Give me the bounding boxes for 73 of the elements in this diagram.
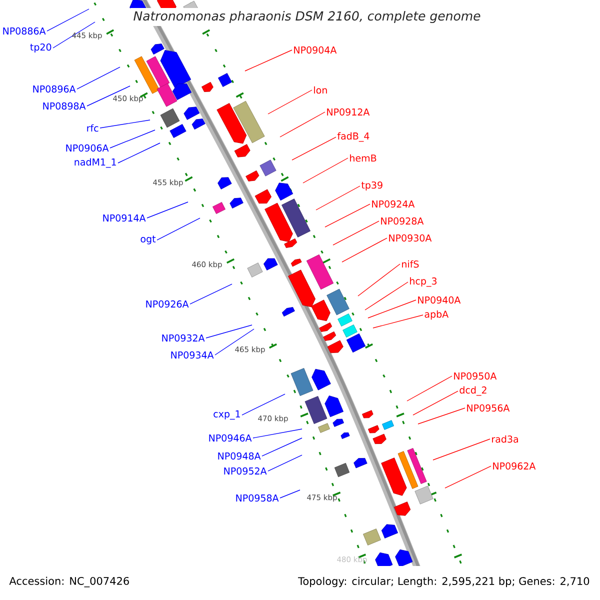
leader-line — [118, 142, 160, 164]
leader-line — [406, 376, 452, 402]
gene-label: hcp_3 — [410, 277, 437, 287]
gene-label: NP0924A — [372, 200, 415, 208]
gene-label: NP0926A — [146, 300, 189, 308]
gene-label: NP0958A — [236, 494, 279, 502]
gene-label: lon — [314, 86, 327, 94]
leader-line — [268, 90, 312, 114]
leader-line — [190, 284, 232, 304]
leader-line — [100, 120, 150, 128]
gene-label: rad3a — [492, 435, 518, 443]
leader-line — [252, 428, 302, 438]
gene-label: NP0962A — [493, 462, 536, 470]
gene-label: NP0934A — [171, 351, 214, 359]
gene-label: NP0886A — [3, 27, 46, 35]
gene-label: rfc — [87, 124, 98, 132]
leader-line — [206, 324, 252, 338]
leader-line — [444, 466, 492, 488]
leader-line — [302, 158, 348, 184]
gene-label: NP0932A — [162, 334, 205, 342]
gene-label: dcd_2 — [460, 386, 486, 396]
leader-line — [86, 86, 130, 106]
gene-label: NP0952A — [224, 467, 267, 475]
leader-line — [292, 136, 336, 160]
gene-label: NP0948A — [218, 452, 261, 460]
leader-line — [332, 220, 380, 246]
leader-line — [418, 408, 466, 424]
leader-line — [52, 22, 96, 48]
genome-stats-label: Topology: circular; Length: 2,595,221 bp; Genes: 2,710 — [298, 576, 590, 588]
leader-line — [280, 112, 326, 138]
gene-label: NP0912A — [327, 108, 370, 116]
leader-line — [110, 130, 156, 148]
leader-line — [324, 204, 370, 228]
title: Natronomonas pharaonis DSM 2160, complete genome — [130, 8, 484, 26]
gene-label: NP0946A — [209, 434, 252, 442]
gene-label: tp20 — [30, 43, 52, 53]
gene-label: NP0956A — [467, 404, 510, 412]
leader-line — [242, 394, 286, 416]
leader-line — [280, 490, 300, 498]
gene-label: NP0928A — [381, 217, 424, 225]
gene-label: NP0896A — [33, 85, 76, 93]
leader-line — [372, 314, 424, 328]
gene-label: NP0950A — [454, 372, 497, 380]
gene-label: NP0904A — [294, 46, 337, 54]
gene-label: hemB — [350, 154, 376, 162]
gene-label: tp39 — [361, 181, 382, 191]
leader-line — [244, 50, 292, 72]
leader-line — [364, 282, 408, 310]
leader-line — [262, 438, 302, 456]
leader-line — [268, 454, 302, 472]
gene-label: NP0898A — [43, 102, 86, 110]
leader-line — [412, 390, 458, 416]
leader-line — [432, 438, 490, 460]
gene-label: NP0906A — [66, 144, 109, 152]
leader-line — [146, 202, 188, 218]
gene-label: fadB_4 — [337, 132, 370, 142]
gene-label: nadM1_1 — [74, 158, 116, 168]
gene-label: NP0930A — [389, 234, 432, 242]
leader-line — [368, 300, 416, 318]
leader-line — [358, 264, 400, 296]
leader-line — [46, 8, 90, 32]
leader-line — [76, 66, 120, 90]
leader-line — [316, 186, 360, 210]
gene-label: nifS — [402, 260, 419, 268]
gene-label: NP0914A — [103, 214, 146, 222]
leader-line — [342, 238, 388, 262]
gene-label: NP0940A — [418, 296, 461, 304]
gene-label: cxp_1 — [214, 410, 240, 420]
accession-label: Accession: NC_007426 — [9, 576, 129, 588]
gene-label: ogt — [140, 236, 156, 244]
gene-label: apbA — [424, 310, 449, 320]
leader-line — [156, 218, 200, 240]
leader-line — [214, 328, 254, 356]
